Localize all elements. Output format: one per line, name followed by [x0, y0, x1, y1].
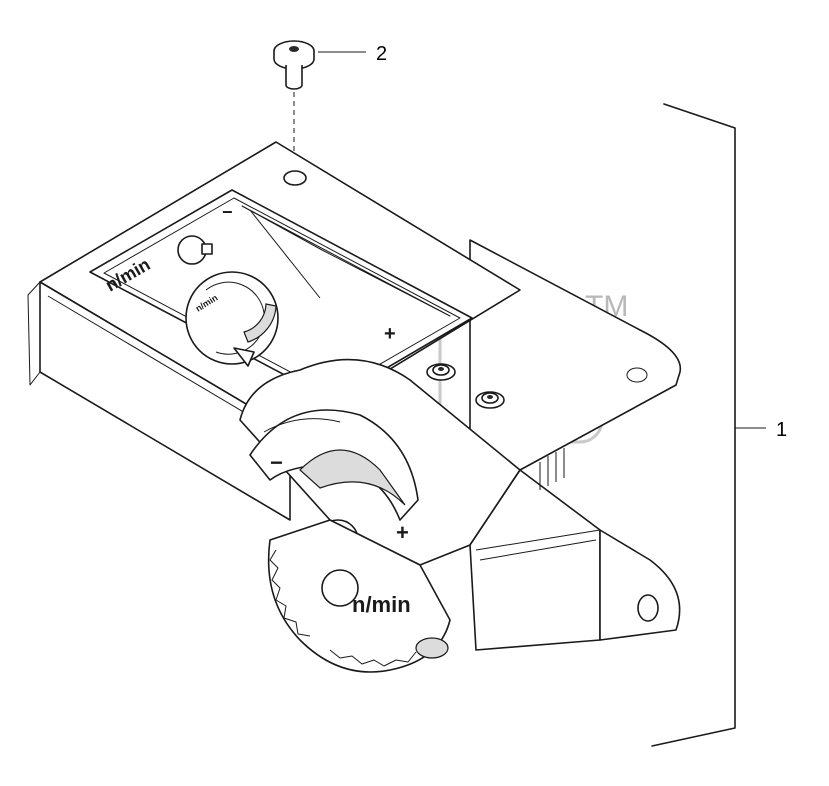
dial-minus-sign: − — [270, 450, 283, 475]
callout-2-label: 2 — [376, 43, 387, 65]
decal-dial-icon: n/min — [185, 271, 279, 367]
hex-bolt-a — [426, 363, 456, 381]
screw-part — [273, 40, 315, 172]
dial-plus-sign: + — [396, 520, 409, 545]
speed-adjust-knob: n/min — [267, 519, 451, 673]
assembly-bracket — [651, 103, 736, 747]
decal-plus-sign: + — [384, 323, 396, 345]
decal-minus-sign: − — [222, 202, 233, 222]
callout-1-label: 1 — [776, 419, 787, 441]
control-housing: n/min − + n/min — [27, 141, 682, 673]
knob-speed-unit: n/min — [352, 592, 411, 617]
hex-bolt-b — [475, 391, 505, 409]
